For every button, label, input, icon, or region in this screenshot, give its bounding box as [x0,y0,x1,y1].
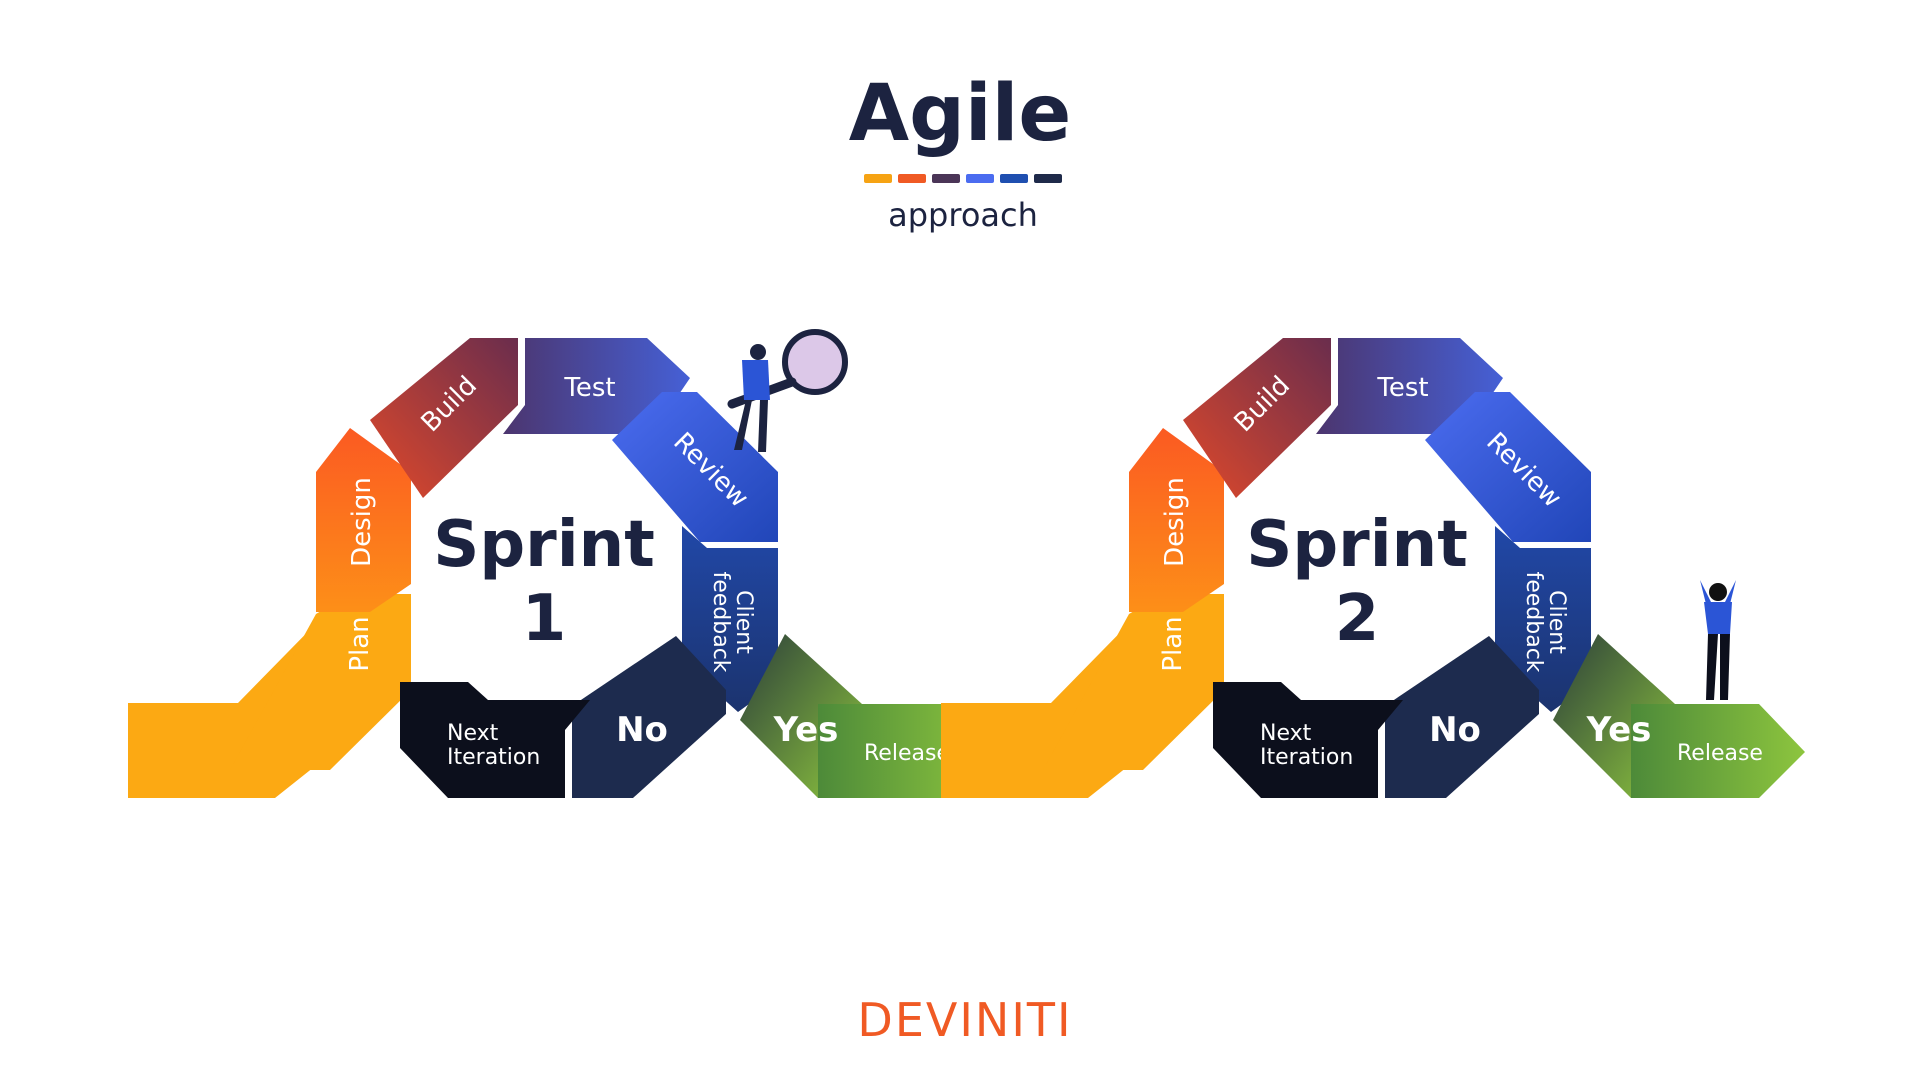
person-body [1704,602,1732,634]
no-segment [572,636,726,798]
step-client-feedback-label-line1: Client [731,590,756,654]
step-release-label: Release [864,741,950,766]
step-client-feedback-label-line2: feedback [1521,571,1546,672]
person-head [1709,583,1727,601]
review-segment [612,392,778,542]
step-client-feedback-label-line1: Client [1544,590,1569,654]
step-design-label: Design [1160,477,1190,567]
plan-segment-upper [1043,594,1224,770]
page-title: Agile [849,69,1072,159]
next-iteration-segment [1213,682,1403,798]
no-segment [1385,636,1539,798]
person-head [750,344,766,360]
step-yes-label: Yes [1586,710,1652,750]
step-plan-label: Plan [345,616,375,671]
step-yes-label: Yes [773,710,839,750]
build-segment [370,338,518,498]
release-arrow [1631,704,1805,798]
magnifier-lens-icon [782,329,848,395]
step-next-label-line1: Next [1260,721,1312,746]
step-next-label-line2: Iteration [1260,745,1353,770]
celebrating-person-illustration [1700,580,1736,700]
sprint-title: Sprint [433,508,655,582]
plan-segment-upper [230,594,411,770]
underline-segment [864,174,892,183]
step-client-feedback-label-line2: feedback [708,571,733,672]
underline-segment [898,174,926,183]
review-segment [1425,392,1591,542]
step-plan-label: Plan [1158,616,1188,671]
step-no-label: No [1429,710,1481,750]
page-subtitle: approach [888,196,1038,234]
next-iteration-segment [400,682,590,798]
underline-segment [966,174,994,183]
step-no-label: No [616,710,668,750]
title-underline [864,174,1062,183]
client-feedback-segment [1495,526,1591,712]
underline-segment [932,174,960,183]
sprint-1-cycle: Plan Design Build Test Review Client fee… [128,338,992,798]
build-segment [1183,338,1331,498]
step-design-label: Design [347,477,377,567]
underline-segment [1034,174,1062,183]
person-legs [1706,634,1730,700]
underline-segment [1000,174,1028,183]
sprint-number: 2 [1335,582,1380,656]
sprint-number: 1 [522,582,567,656]
magnifier-person-illustration [727,329,848,452]
sprint-2-cycle: Plan Design Build Test Review Client fee… [941,338,1805,798]
person-legs [734,400,768,452]
sprint-title: Sprint [1246,508,1468,582]
header: Agile approach [849,69,1072,234]
design-segment [1129,428,1224,612]
person-body [742,360,770,400]
design-segment [316,428,411,612]
step-test-label: Test [563,373,615,403]
step-next-label-line2: Iteration [447,745,540,770]
client-feedback-segment [682,526,778,712]
step-release-label: Release [1677,741,1763,766]
step-next-label-line1: Next [447,721,499,746]
deviniti-logo: DEVINITI [857,993,1072,1047]
step-test-label: Test [1376,373,1428,403]
person-arms [1700,580,1736,604]
